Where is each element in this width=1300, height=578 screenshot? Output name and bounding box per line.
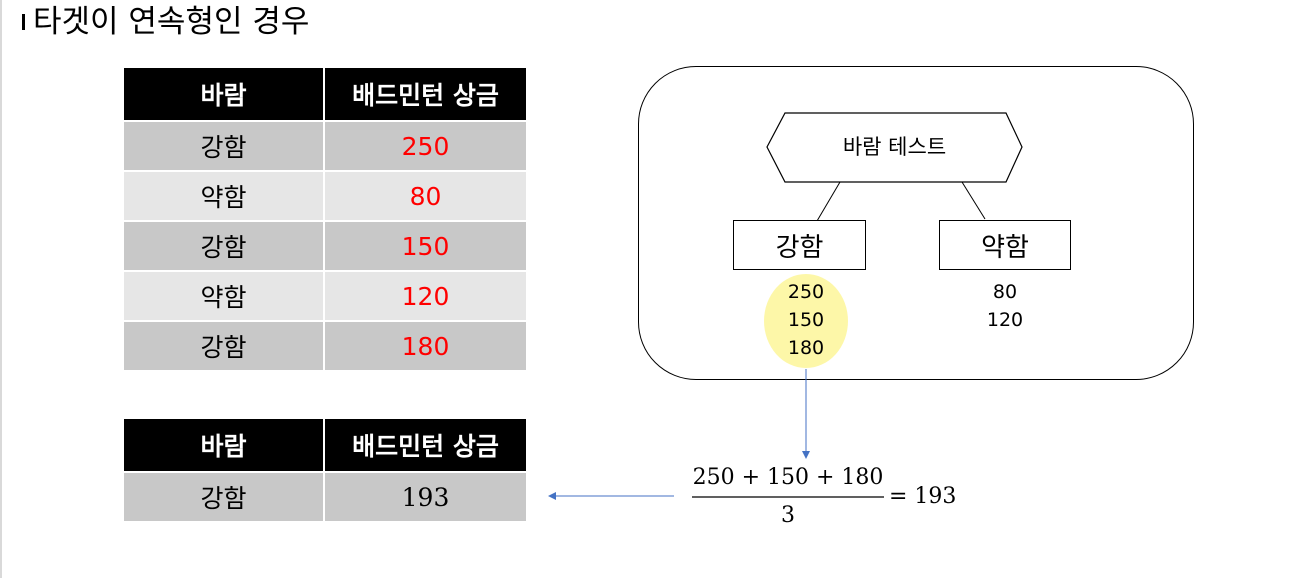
value-item: 120 <box>986 309 1024 331</box>
cell-wind: 강함 <box>122 471 325 523</box>
table-row: 강함 180 <box>122 320 528 372</box>
slide-title: 타겟이 연속형인 경우 <box>22 2 309 42</box>
formula-numerator: 250 + 150 + 180 <box>692 465 884 490</box>
root-node-shape <box>766 112 1023 183</box>
cell-prize: 120 <box>323 270 528 322</box>
table-row: 강함 150 <box>122 220 528 272</box>
cell-prize: 180 <box>323 320 528 372</box>
table-header-row: 바람 배드민턴 상금 <box>122 66 528 122</box>
cell-wind: 약함 <box>122 170 325 222</box>
cell-prize: 80 <box>323 170 528 222</box>
header-wind: 바람 <box>122 66 325 122</box>
cell-wind: 약함 <box>122 270 325 322</box>
leaf-node-weak: 약함 <box>939 220 1071 270</box>
title-bullet-bar <box>22 13 25 30</box>
table-row: 강함 193 <box>122 471 528 523</box>
value-item: 150 <box>787 309 825 331</box>
value-item: 180 <box>787 337 825 359</box>
cell-prize: 193 <box>323 471 528 523</box>
value-item: 80 <box>992 281 1018 303</box>
header-wind: 바람 <box>122 417 325 473</box>
branch-left <box>816 181 841 222</box>
table-row: 약함 120 <box>122 270 528 322</box>
branch-right <box>961 181 986 220</box>
value-item: 250 <box>787 281 825 303</box>
header-prize: 배드민턴 상금 <box>323 66 528 122</box>
cell-wind: 강함 <box>122 220 325 272</box>
leaf-node-strong-label: 강함 <box>775 232 824 263</box>
formula-denominator: 3 <box>781 503 795 528</box>
cell-prize: 150 <box>323 220 528 272</box>
title-text: 타겟이 연속형인 경우 <box>33 4 310 40</box>
prediction-table: 바람 배드민턴 상금 강함 193 <box>122 417 528 523</box>
training-data-table: 바람 배드민턴 상금 강함 250 약함 80 강함 150 약함 120 강함… <box>122 66 528 372</box>
cell-wind: 강함 <box>122 320 325 372</box>
formula-result: = 193 <box>889 484 957 509</box>
cell-prize: 250 <box>323 120 528 172</box>
header-prize: 배드민턴 상금 <box>323 417 528 473</box>
table-row: 강함 250 <box>122 120 528 172</box>
leaf-node-strong: 강함 <box>733 220 866 270</box>
highlight-ellipse <box>764 274 848 368</box>
leaf-weak-values: 80 120 <box>965 278 1045 334</box>
leaf-strong-values: 250 150 180 <box>766 278 846 362</box>
decision-tree-panel <box>638 66 1194 380</box>
root-node-label: 바람 테스트 <box>842 135 947 159</box>
cell-wind: 강함 <box>122 120 325 172</box>
leaf-node-weak-label: 약함 <box>981 232 1029 263</box>
table-header-row: 바람 배드민턴 상금 <box>122 417 528 473</box>
left-edge-rule <box>0 0 2 578</box>
table-row: 약함 80 <box>122 170 528 222</box>
